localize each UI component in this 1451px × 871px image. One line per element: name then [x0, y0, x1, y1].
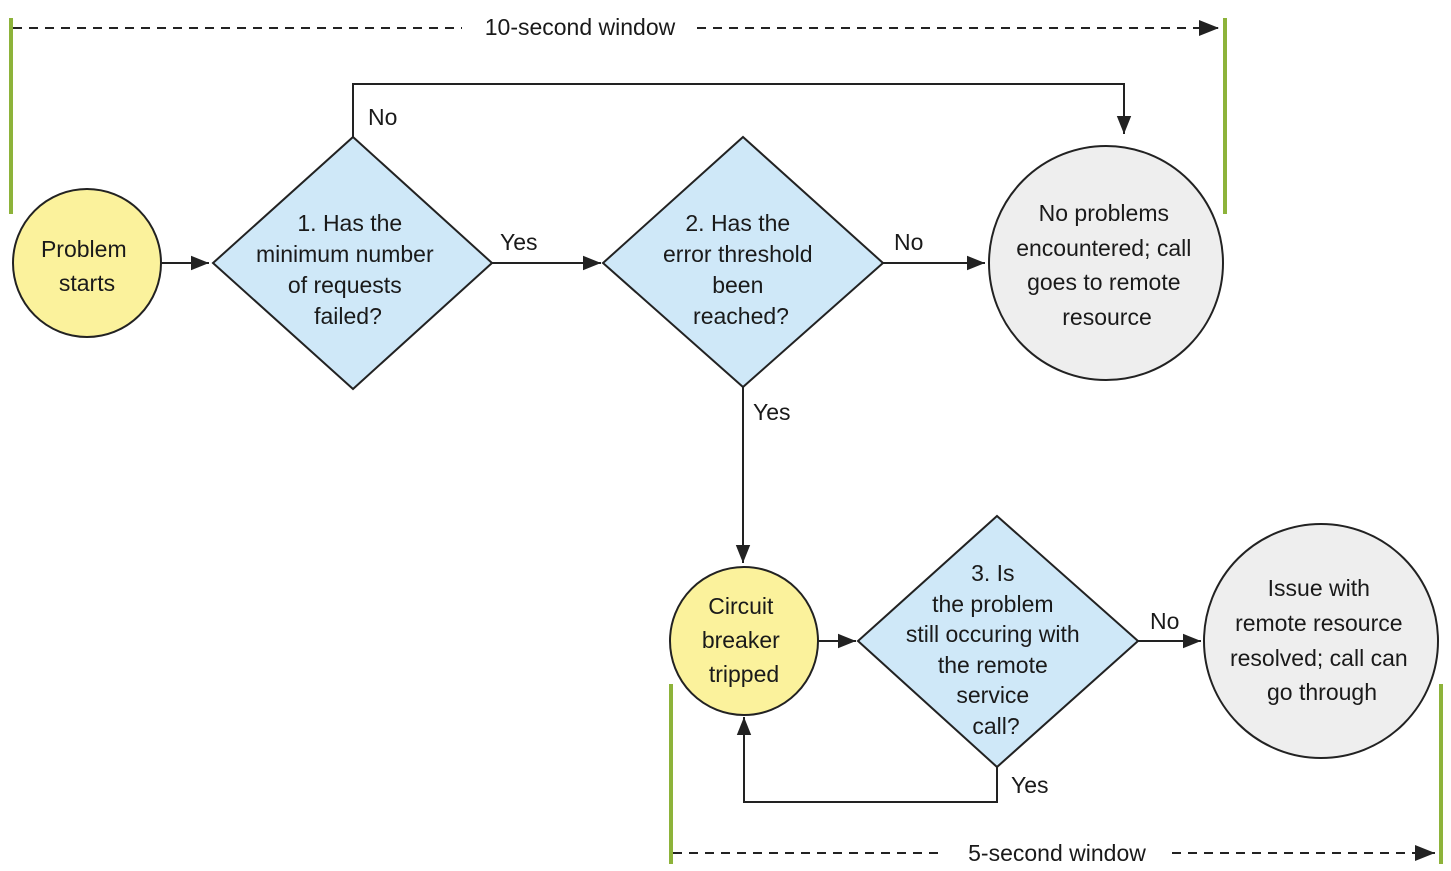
five-second-window: 5-second window — [669, 684, 1443, 866]
d3-no-label: No — [1150, 608, 1179, 634]
node-decision-error-threshold: 2. Has the error threshold been reached? — [601, 135, 885, 389]
resolved-circle — [1203, 523, 1439, 759]
node-line: the remote — [938, 652, 1048, 678]
connectors — [161, 83, 1201, 803]
node-line: error threshold — [663, 241, 813, 267]
node-text: 2. Has the error threshold been reached? — [663, 210, 819, 329]
node-line: reached? — [693, 303, 789, 329]
node-line: 3. Is — [971, 560, 1014, 586]
node-line: go through — [1267, 679, 1377, 705]
node-line: still occuring with — [906, 621, 1080, 647]
d2-no-label: No — [894, 229, 923, 255]
node-text: Problem starts — [41, 236, 133, 296]
node-line: resolved; call can — [1230, 645, 1408, 671]
decision-diamond — [211, 135, 494, 391]
edge-d3-yes-to-tripped — [736, 717, 998, 803]
node-line: goes to remote — [1027, 269, 1180, 295]
d1-no-label: No — [368, 104, 397, 130]
node-line: 1. Has the — [297, 210, 402, 236]
node-decision-still-occurring: 3. Is the problem still occuring with th… — [856, 514, 1140, 769]
node-line: tripped — [709, 661, 779, 687]
window-label-5s: 5-second window — [968, 840, 1146, 866]
node-line: call? — [972, 713, 1019, 739]
node-issue-resolved: Issue with remote resource resolved; cal… — [1203, 523, 1439, 759]
d3-yes-label: Yes — [1011, 772, 1049, 798]
node-text: 3. Is the problem still occuring with th… — [906, 560, 1086, 739]
window-label-10s: 10-second window — [485, 14, 676, 40]
node-line: been — [712, 272, 763, 298]
node-line: minimum number — [256, 241, 434, 267]
edge-d1-no-to-noproblems — [352, 83, 1132, 137]
node-line: failed? — [314, 303, 382, 329]
d1-yes-label: Yes — [500, 229, 538, 255]
node-line: Issue with — [1268, 575, 1370, 601]
node-line: No problems — [1039, 200, 1169, 226]
node-text: Circuit breaker tripped — [702, 593, 786, 687]
ten-second-window: 10-second window — [9, 14, 1227, 214]
node-text: Issue with remote resource resolved; cal… — [1230, 575, 1414, 705]
edge-labels: No Yes No Yes No Yes — [368, 104, 1179, 798]
node-circuit-tripped: Circuit breaker tripped — [669, 566, 819, 716]
node-line: starts — [59, 270, 115, 296]
node-line: of requests — [288, 272, 402, 298]
node-problem-starts: Problem starts — [12, 188, 162, 338]
node-line: service — [956, 682, 1029, 708]
node-line: breaker — [702, 627, 780, 653]
node-line: Circuit — [708, 593, 774, 619]
d2-yes-label: Yes — [753, 399, 791, 425]
start-circle — [12, 188, 162, 338]
end-circle — [988, 145, 1224, 381]
node-line: resource — [1062, 304, 1151, 330]
node-text: No problems encountered; call goes to re… — [1016, 200, 1198, 330]
node-line: 2. Has the — [685, 210, 790, 236]
node-line: remote resource — [1235, 610, 1402, 636]
node-decision-min-requests: 1. Has the minimum number of requests fa… — [211, 135, 494, 391]
node-text: 1. Has the minimum number of requests fa… — [256, 210, 440, 329]
node-line: Problem — [41, 236, 127, 262]
decision-diamond — [601, 135, 885, 389]
tripped-circle — [669, 566, 819, 716]
decision-diamond — [856, 514, 1140, 769]
node-line: the problem — [932, 591, 1053, 617]
node-line: encountered; call — [1016, 235, 1191, 261]
node-no-problems: No problems encountered; call goes to re… — [988, 145, 1224, 381]
